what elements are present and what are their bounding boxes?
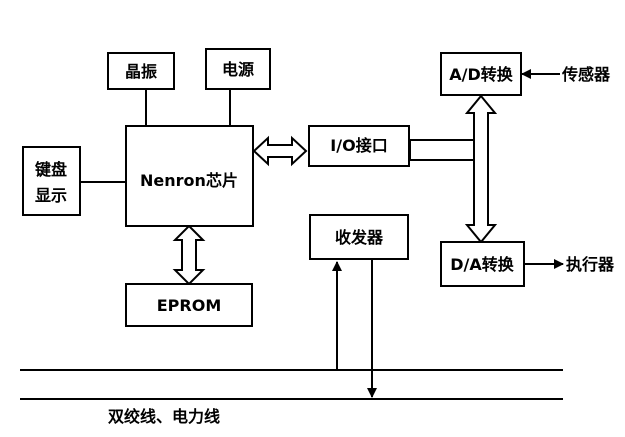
chip-box — [125, 125, 254, 227]
power-box — [205, 48, 271, 90]
io-label: I/O接口 — [330, 136, 387, 155]
keyboard-label-line2: 显示 — [35, 186, 67, 205]
ad-label: A/D转换 — [449, 65, 514, 84]
io-box — [308, 125, 410, 167]
bus-label: 双绞线、电力线 — [108, 407, 220, 426]
eprom-label: EPROM — [157, 296, 222, 315]
crystal-label: 晶振 — [125, 62, 157, 81]
transceiver-box — [309, 214, 409, 260]
transceiver-label: 收发器 — [335, 228, 384, 247]
power-label: 电源 — [222, 60, 254, 79]
actuator-label: 执行器 — [566, 255, 615, 274]
chip-io-double-arrow — [252, 135, 308, 167]
eprom-box — [125, 283, 253, 327]
chip-label: Nenron芯片 — [140, 171, 238, 190]
sensor-label: 传感器 — [561, 65, 611, 84]
keyboard-box — [22, 146, 81, 216]
io-to-bus-connector — [409, 139, 475, 161]
ad-box — [440, 52, 522, 96]
ad-da-double-arrow — [464, 94, 498, 244]
crystal-box — [107, 52, 175, 90]
chip-eprom-double-arrow — [172, 224, 206, 286]
keyboard-label-line1: 键盘 — [34, 160, 67, 179]
da-box — [440, 241, 525, 287]
da-label: D/A转换 — [450, 255, 515, 274]
